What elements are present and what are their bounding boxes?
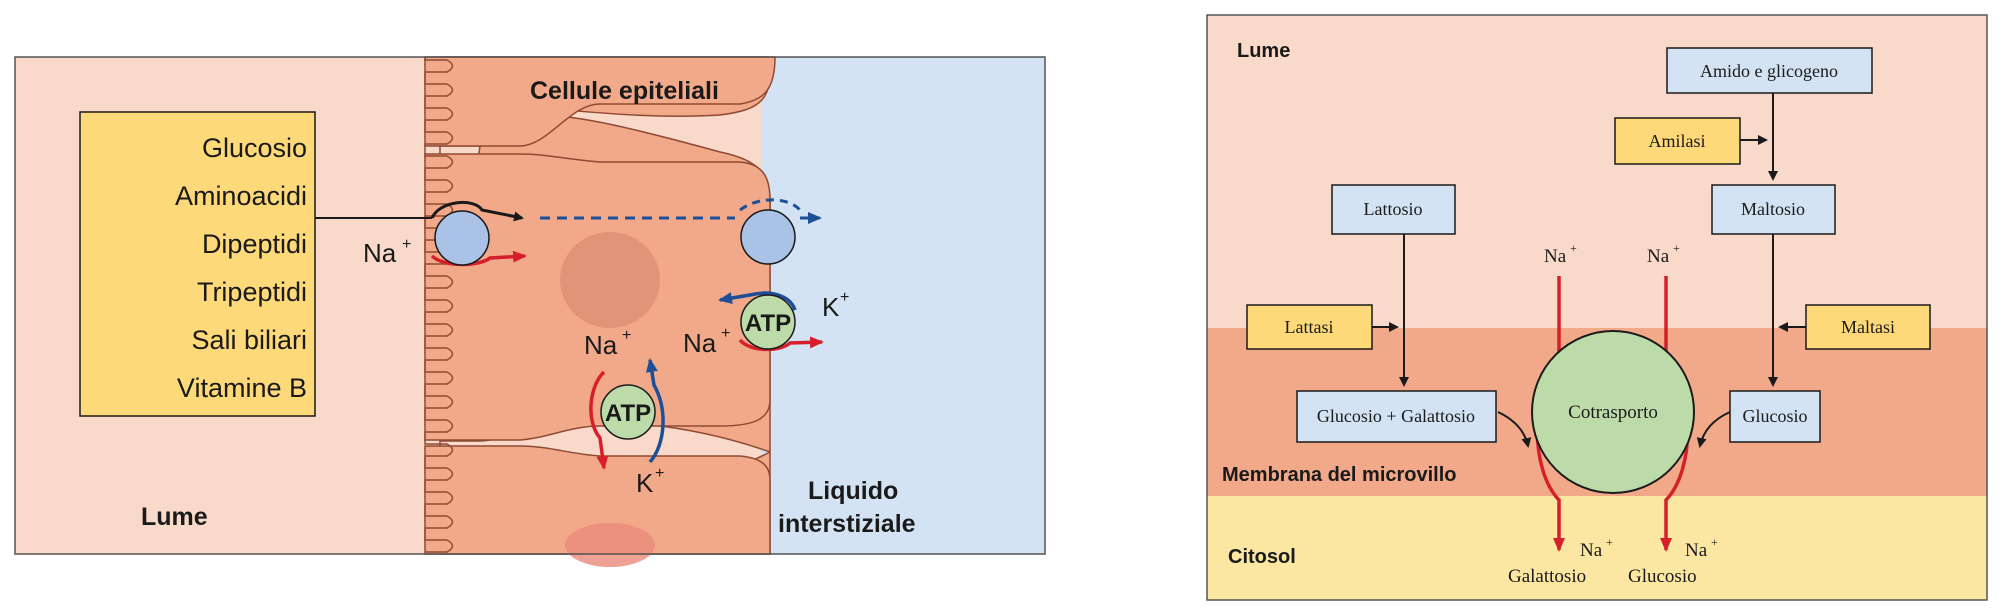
nutrient-box bbox=[79, 111, 316, 417]
nucleus-shadow bbox=[560, 232, 660, 328]
svg-text:Na: Na bbox=[683, 328, 717, 358]
svg-text:+: + bbox=[622, 327, 631, 344]
nutrient-item: Sali biliari bbox=[191, 325, 307, 355]
svg-text:ATP: ATP bbox=[605, 400, 651, 427]
svg-text:Glucosio: Glucosio bbox=[1743, 406, 1808, 426]
svg-text:K: K bbox=[822, 292, 840, 322]
interstitial-fluid-area bbox=[762, 57, 1045, 554]
galattosio-output: Galattosio bbox=[1508, 566, 1586, 587]
svg-text:K: K bbox=[636, 468, 654, 498]
svg-text:Maltasi: Maltasi bbox=[1841, 317, 1895, 337]
svg-text:+: + bbox=[655, 465, 664, 482]
amido-box bbox=[1666, 47, 1873, 94]
amilasi-box bbox=[1614, 117, 1741, 165]
glucosio-output: Glucosio bbox=[1628, 566, 1697, 587]
svg-text:Na: Na bbox=[584, 330, 618, 360]
svg-text:+: + bbox=[840, 289, 849, 306]
svg-text:Lattosio: Lattosio bbox=[1364, 199, 1423, 219]
cytosol-zone bbox=[1207, 496, 1987, 600]
membrane-label: Membrana del microvillo bbox=[1222, 464, 1457, 486]
na-label: Na bbox=[1544, 246, 1567, 267]
cotransport-label: Cotrasporto bbox=[1568, 402, 1658, 423]
nutrient-item: Glucosio bbox=[202, 133, 307, 163]
na-k-pump-lateral bbox=[740, 294, 796, 350]
svg-text:Amido e glicogeno: Amido e glicogeno bbox=[1700, 61, 1838, 81]
svg-text:Amilasi: Amilasi bbox=[1649, 131, 1706, 151]
interstitial-label: Liquido bbox=[808, 477, 898, 505]
svg-text:+: + bbox=[721, 325, 730, 342]
glucosio-box bbox=[1729, 390, 1821, 443]
na-k-pump-basal bbox=[600, 384, 656, 440]
nutrient-item: Vitamine B bbox=[177, 373, 307, 403]
na-label: Na bbox=[1647, 246, 1670, 267]
cells-title: Cellule epiteliali bbox=[530, 77, 719, 105]
cotransporter-apical bbox=[434, 210, 490, 266]
lumen-label: Lume bbox=[1237, 40, 1290, 62]
maltasi-box bbox=[1805, 304, 1931, 350]
nutrient-item: Tripeptidi bbox=[197, 277, 307, 307]
nutrient-item: Dipeptidi bbox=[202, 229, 307, 259]
glucosio-galattosio-box bbox=[1296, 390, 1497, 443]
lattasi-box bbox=[1246, 304, 1373, 350]
na-label: Na bbox=[1580, 540, 1603, 561]
lattosio-box bbox=[1331, 184, 1456, 235]
svg-text:+: + bbox=[1711, 535, 1718, 549]
nutrient-item: Aminoacidi bbox=[175, 181, 307, 211]
right-panel: Lume Membrana del microvillo Citosol Cot… bbox=[1206, 14, 1988, 601]
svg-text:Lattasi: Lattasi bbox=[1285, 317, 1334, 337]
maltosio-box bbox=[1711, 184, 1836, 235]
svg-text:+: + bbox=[1606, 535, 1613, 549]
svg-text:Glucosio + Galattosio: Glucosio + Galattosio bbox=[1317, 406, 1475, 426]
na-label: Na bbox=[1685, 540, 1708, 561]
svg-text:Maltosio: Maltosio bbox=[1741, 199, 1805, 219]
left-panel: Cellule epiteliali Glucosio Aminoacidi D… bbox=[14, 56, 1046, 567]
microvilli-border bbox=[424, 57, 454, 553]
nucleus-shadow-lower bbox=[565, 523, 655, 567]
transporter-basolateral bbox=[740, 209, 796, 265]
svg-text:+: + bbox=[1673, 241, 1680, 255]
svg-text:interstiziale: interstiziale bbox=[778, 510, 916, 538]
atp-label: ATP bbox=[745, 310, 791, 337]
cotransport-circle bbox=[1531, 330, 1695, 494]
svg-text:+: + bbox=[1570, 241, 1577, 255]
na-label: Na bbox=[363, 238, 397, 268]
lumen-label: Lume bbox=[141, 503, 208, 531]
cytosol-label: Citosol bbox=[1228, 546, 1296, 568]
svg-text:+: + bbox=[402, 236, 411, 253]
